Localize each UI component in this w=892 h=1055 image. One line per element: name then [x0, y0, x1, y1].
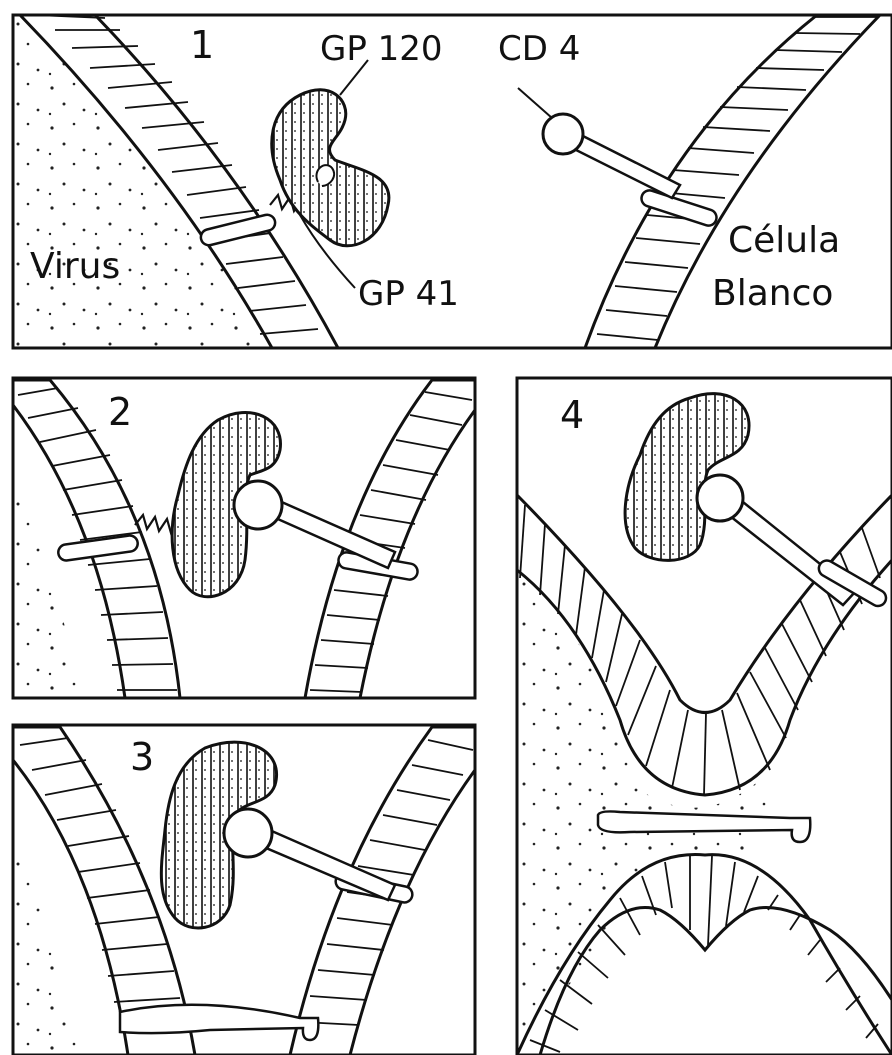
cd4-label: CD 4	[498, 29, 580, 69]
cd4-head	[234, 481, 282, 529]
target-cell-label-line2: Blanco	[712, 273, 833, 314]
panel-3-number: 3	[130, 735, 154, 779]
panel-2: 2	[13, 380, 475, 698]
virus-label: Virus	[30, 246, 120, 287]
panel-4: 4	[517, 393, 892, 1055]
cd4-receptor	[568, 132, 680, 198]
cd4-leader	[518, 88, 552, 118]
virus-interior	[13, 830, 78, 1055]
target-cell-label-line1: Célula	[728, 220, 840, 261]
panel-4-number: 4	[560, 393, 584, 437]
cd4-head	[543, 114, 583, 154]
panel-3: 3	[13, 727, 475, 1055]
virus-interior	[13, 480, 80, 698]
panel-1-number: 1	[190, 23, 214, 67]
gp120-label: GP 120	[320, 29, 443, 69]
gp41-label: GP 41	[358, 274, 459, 314]
cd4-head	[224, 809, 272, 857]
panel-1: 1 GP 120 CD 4 GP 41 Virus Célula Blanco	[13, 15, 880, 348]
panel-2-number: 2	[108, 390, 132, 434]
cd4-head	[697, 475, 743, 521]
